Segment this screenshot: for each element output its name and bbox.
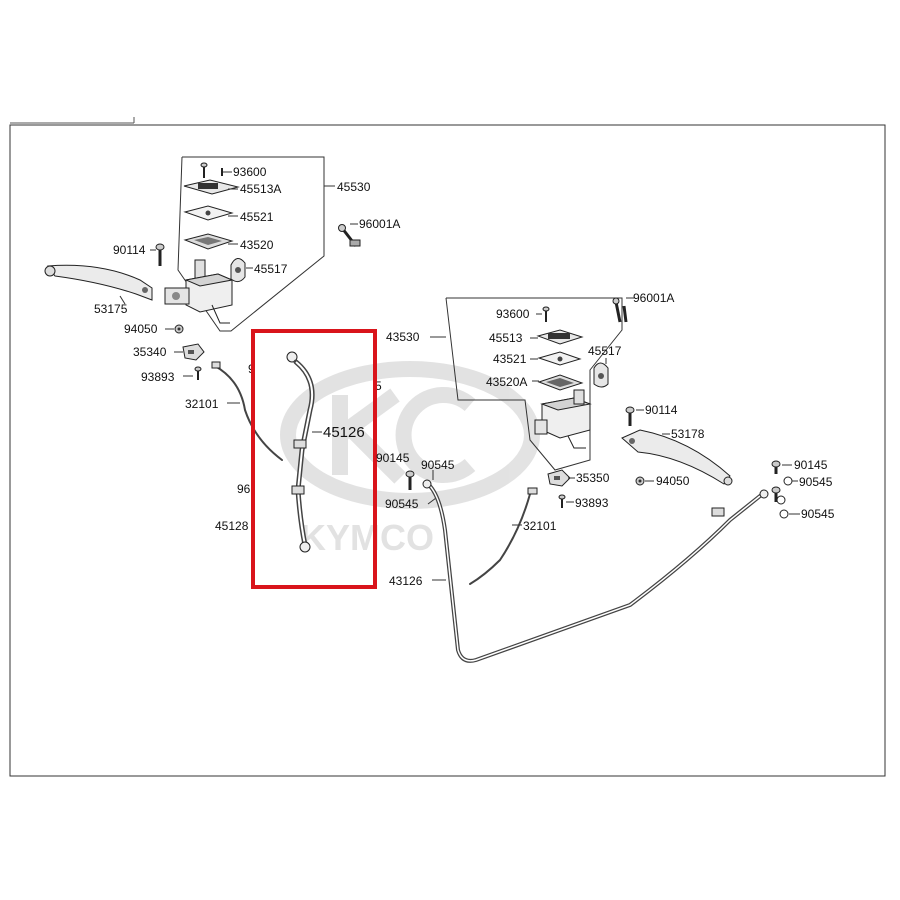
diagram-frame [9,117,886,777]
mirror-bolt-right-icon [612,297,628,323]
label-90545-right-top: 90545 [799,475,833,489]
label-45517-right: 45517 [588,344,622,358]
cover-screw-right-icon [542,306,550,322]
switch-wire-right-icon [469,487,538,585]
label-53178: 53178 [671,427,705,441]
mirror-bolt-icon [338,224,361,247]
nut-right-icon [635,476,645,486]
label-93893-left: 93893 [141,370,175,384]
watermark-logo: KYMCO [280,361,540,558]
label-35340: 35340 [133,345,167,359]
label-45513: 45513 [489,331,523,345]
bolt-90145-icon [771,460,781,474]
brake-lever-right-icon [621,429,733,486]
cover-screw-icon [200,162,208,178]
label-93600-left: 93600 [233,165,267,179]
master-cylinder-right-icon [534,389,592,449]
label-90145-right-top: 90145 [794,458,828,472]
master-cylinder-body-icon [164,259,234,324]
nut-icon [174,324,184,334]
bottom-washer-icon [776,495,789,519]
label-90545-hose-b: 90545 [385,497,419,511]
label-94050-right: 94050 [656,474,690,488]
brake-switch-icon [182,343,205,361]
highlight-box [251,329,377,589]
label-partial-c: 45128 [215,519,249,533]
label-43520A: 43520A [486,375,527,389]
label-43520: 43520 [240,238,274,252]
label-43521: 43521 [493,352,527,366]
highlighted-hose-group: 45126 [251,329,377,589]
right-master-cylinder-group: 43530 93600 45513 43521 43520A [376,291,835,663]
switch-screw-icon [194,366,202,380]
label-96001A-right: 96001A [633,291,674,305]
mirror-holder-right-icon [593,362,609,388]
label-35350: 35350 [576,471,610,485]
label-45521: 45521 [240,210,274,224]
diaphragm-icon [183,233,234,250]
lever-bolt-icon [155,243,165,266]
label-93600-right: 93600 [496,307,530,321]
label-93893-right: 93893 [575,496,609,510]
label-partial-b: 96 [237,482,251,496]
label-90145-hose: 90145 [376,451,410,465]
reservoir-plate-right-icon [537,351,582,366]
switch-screw-right-icon [558,494,566,508]
label-43530: 43530 [386,330,420,344]
left-master-cylinder-group: 93600 45513A 45521 43520 45517 [44,156,400,533]
washer-icon [783,476,793,486]
label-96001A-left: 96001A [359,217,400,231]
hose-bolt-icon [405,470,415,490]
long-brake-hose-icon [422,479,769,663]
bottom-bolt-icon [771,486,781,502]
label-94050-left: 94050 [124,322,158,336]
label-90114-right: 90114 [645,403,678,417]
watermark-text: KYMCO [300,517,434,558]
lever-bolt-right-icon [625,406,635,426]
label-90114-left: 90114 [113,243,146,257]
label-32101-right: 32101 [523,519,557,533]
label-45126: 45126 [323,424,365,441]
label-32101-left: 32101 [185,397,219,411]
brake-lever-left-icon [44,264,153,301]
label-45517-left: 45517 [254,262,288,276]
diaphragm-right-icon [537,374,584,391]
reservoir-cap-icon [183,179,240,195]
label-90545-hose-a: 90545 [421,458,455,472]
brake-switch-right-icon [547,469,571,487]
label-53175: 53175 [94,302,128,316]
mirror-holder-icon [230,258,246,283]
reservoir-cap-right-icon [536,329,584,345]
label-45513A: 45513A [240,182,281,196]
label-90545-bottom: 90545 [801,507,835,521]
label-45530: 45530 [337,180,371,194]
reservoir-plate-icon [183,205,234,221]
brake-hose-icon [286,351,315,553]
label-partial-d: 5 [375,379,382,393]
switch-wire-icon [211,361,283,461]
label-43126: 43126 [389,574,423,588]
